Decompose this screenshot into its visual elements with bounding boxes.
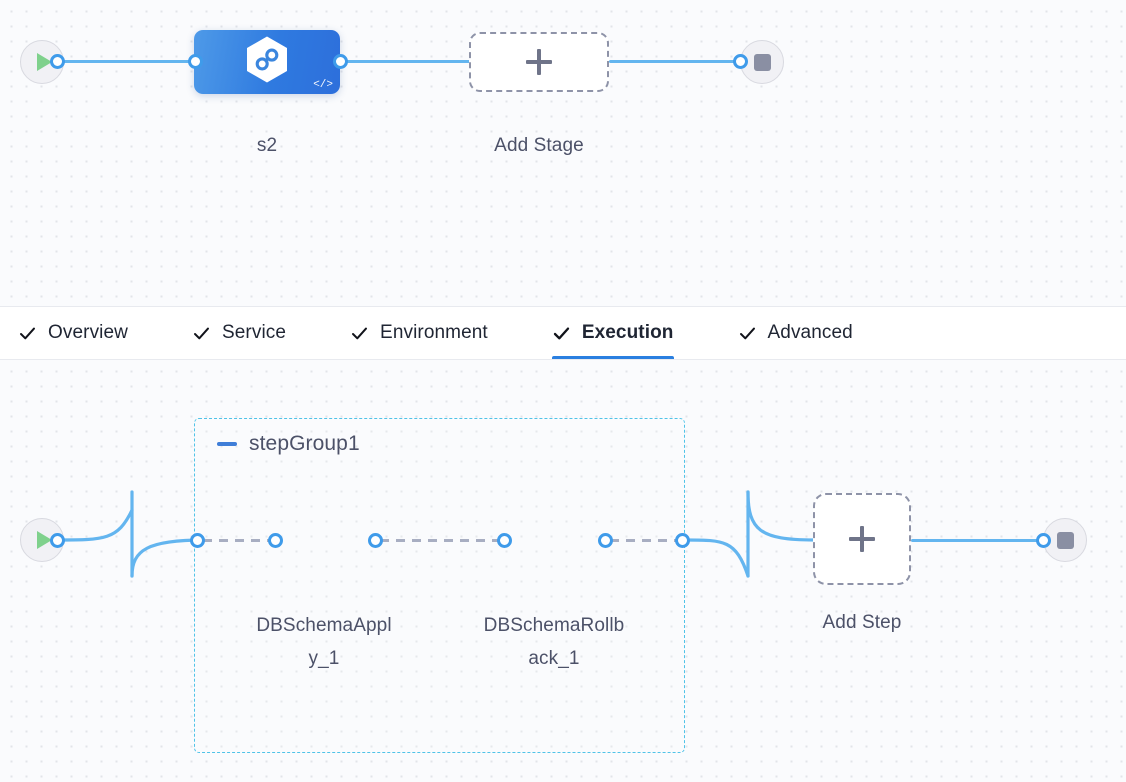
add-stage-button[interactable] [469,32,609,92]
step2-label-line2: ack_1 [528,647,580,669]
tab-environment[interactable]: Environment [350,307,512,359]
play-icon [36,531,52,549]
tab-service[interactable]: Service [192,307,310,359]
wire-stage-to-addstage [343,60,471,63]
step-group-header[interactable]: stepGroup1 [217,432,360,456]
step2-label-line1: DBSchemaRollb [483,615,625,636]
minus-icon[interactable] [217,442,237,446]
wire-addstep-to-end [911,539,1048,542]
wire-group-to-addstep [686,490,816,578]
stage-code-icon[interactable]: </> [313,79,333,91]
wire-step1-to-step2 [380,539,504,542]
stage-graph-region[interactable]: </> s2 Add Stage [0,0,1126,306]
group-input-port[interactable] [190,533,205,548]
tab-execution[interactable]: Execution [551,307,698,359]
check-icon [552,324,571,343]
plus-icon [526,49,552,75]
check-icon [738,324,757,343]
add-stage-label: Add Stage [494,135,584,156]
tab-label: Overview [48,322,128,343]
stage-node-s2[interactable]: </> [194,30,340,94]
stage-end-port[interactable] [733,54,748,69]
add-step-button[interactable] [813,493,911,585]
wire-start-to-stage [60,60,202,63]
step-group-stepGroup1[interactable]: stepGroup1 [194,418,685,753]
tab-label: Service [221,322,287,343]
wire-start-to-group [56,490,206,578]
group-output-port[interactable] [675,533,690,548]
tab-label: Advanced [767,322,853,343]
plus-icon [849,526,875,552]
stage-node-label: s2 [256,135,278,156]
execution-start-port[interactable] [50,533,65,548]
check-icon [18,324,37,343]
harness-hexagon-icon [245,36,289,89]
wire-step2-to-group [610,539,676,542]
execution-end-port[interactable] [1036,533,1051,548]
tab-label: Execution [581,322,674,343]
execution-graph-region[interactable]: stepGroup1 [0,360,1126,782]
wire-group-to-step1 [203,539,275,542]
wire-addstage-to-end [609,60,743,63]
stop-icon [1056,531,1074,549]
step2-input-port[interactable] [497,533,512,548]
step1-label-line2: y_1 [308,647,340,669]
step1-label-line1: DBSchemaAppl [256,615,392,636]
add-step-label: Add Step [822,612,902,633]
tab-label: Environment [380,322,488,343]
step-group-title: stepGroup1 [249,432,360,455]
stop-icon [753,53,771,71]
stage-input-port[interactable] [188,54,203,69]
tab-overview[interactable]: Overview [18,307,152,359]
check-icon [192,324,211,343]
step1-output-port[interactable] [368,533,383,548]
check-icon [350,324,369,343]
tab-advanced[interactable]: Advanced [738,307,877,359]
stage-config-tabs[interactable]: Overview Service Environment Execution A… [0,306,1126,360]
step2-output-port[interactable] [598,533,613,548]
step2-label: DBSchemaRollb ack_1 [472,610,636,675]
play-icon [36,53,52,71]
stage-output-port[interactable] [333,54,348,69]
step1-input-port[interactable] [268,533,283,548]
stage-start-port[interactable] [50,54,65,69]
step1-label: DBSchemaAppl y_1 [242,610,406,675]
